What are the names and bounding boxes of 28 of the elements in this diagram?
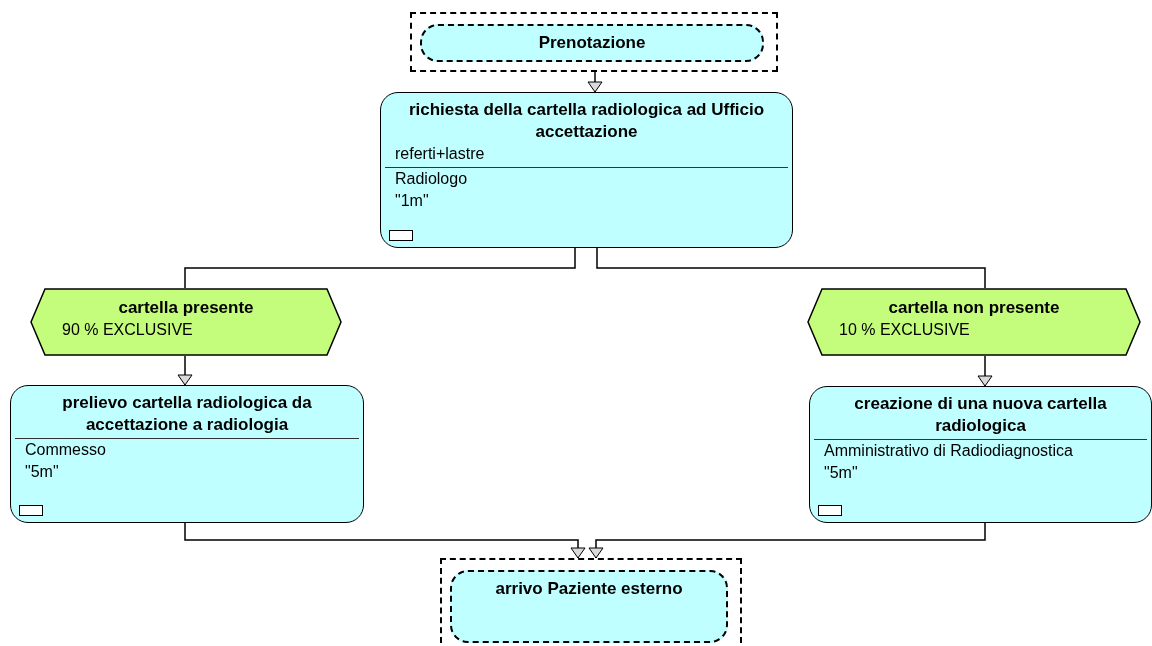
process-detail: "5m"	[823, 463, 859, 483]
decision-hexagon	[807, 288, 1141, 356]
event-label: arrivo Paziente esterno	[494, 578, 684, 600]
process-detail: Radiologo	[394, 169, 469, 189]
process-detail: "1m"	[394, 191, 430, 211]
condition-title: cartella presente	[117, 297, 255, 319]
connector-arrow	[177, 355, 193, 386]
process-box	[10, 385, 364, 523]
connector-arrow	[184, 522, 586, 559]
process-title: creazione di una nuova cartella radiologica	[853, 393, 1108, 437]
event-frame	[410, 12, 778, 72]
condition-title: cartella non presente	[887, 297, 1061, 319]
connector-arrow	[588, 522, 986, 559]
condition-detail: 90 % EXCLUSIVE	[61, 320, 194, 340]
process-detail: Commesso	[24, 440, 107, 460]
process-detail: Amministrativo di Radiodiagnostica	[823, 441, 1074, 461]
event-label: Prenotazione	[537, 32, 647, 54]
condition-detail: 10 % EXCLUSIVE	[838, 320, 971, 340]
process-box	[380, 92, 793, 248]
process-box	[809, 386, 1152, 523]
event-frame	[440, 558, 742, 646]
process-title: prelievo cartella radiologica da accettazione a radiologia	[61, 392, 313, 436]
connector-arrow	[587, 71, 603, 93]
process-detail: "5m"	[24, 462, 60, 482]
decision-hexagon	[30, 288, 342, 356]
process-detail: referti+lastre	[394, 144, 486, 164]
connector-arrow	[977, 355, 993, 387]
process-title: richiesta della cartella radiologica ad Ufficio accettazione	[407, 99, 766, 143]
